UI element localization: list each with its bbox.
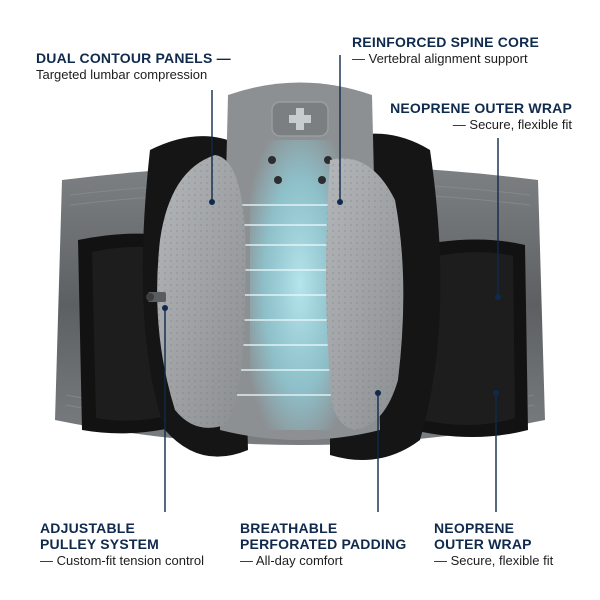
leader-dots: [162, 199, 501, 396]
callout-subtext: — Secure, flexible fit: [452, 117, 572, 133]
cross-badge-icon: [271, 101, 329, 137]
spine-glow: [250, 140, 350, 430]
callout-dual-contour: DUAL CONTOUR PANELS — Targeted lumbar co…: [36, 50, 231, 83]
callout-neoprene-bottom: NEOPRENE OUTER WRAP — Secure, flexible f…: [434, 520, 553, 569]
callout-heading: PULLEY SYSTEM: [40, 536, 160, 553]
callout-heading: NEOPRENE: [434, 520, 515, 536]
callout-subtext: — Custom-fit tension control: [40, 553, 205, 569]
callout-heading: BREATHABLE: [240, 520, 338, 536]
callout-heading: DUAL CONTOUR PANELS —: [36, 50, 231, 66]
callout-subtext: — All-day comfort: [240, 553, 343, 569]
callout-heading: OUTER WRAP: [434, 536, 532, 553]
callout-heading: PERFORATED PADDING: [240, 536, 407, 553]
pulley-knob-icon: [146, 292, 166, 302]
callout-perforated-padding: BREATHABLE PERFORATED PADDING — All-day …: [240, 520, 406, 569]
callout-heading: NEOPRENE OUTER WRAP: [390, 100, 572, 116]
callout-neoprene-top: NEOPRENE OUTER WRAP — Secure, flexible f…: [390, 100, 572, 133]
callout-heading: REINFORCED SPINE CORE: [352, 34, 539, 50]
callout-heading: ADJUSTABLE: [40, 520, 136, 536]
spine-holes: [268, 156, 332, 184]
callout-spine-core: REINFORCED SPINE CORE — Vertebral alignm…: [352, 34, 539, 67]
callout-subtext: Targeted lumbar compression: [36, 67, 208, 83]
callout-subtext: — Vertebral alignment support: [352, 51, 528, 67]
callout-subtext: — Secure, flexible fit: [434, 553, 554, 569]
callout-pulley-system: ADJUSTABLE PULLEY SYSTEM — Custom-fit te…: [40, 520, 204, 569]
leader-lines: [164, 55, 499, 512]
